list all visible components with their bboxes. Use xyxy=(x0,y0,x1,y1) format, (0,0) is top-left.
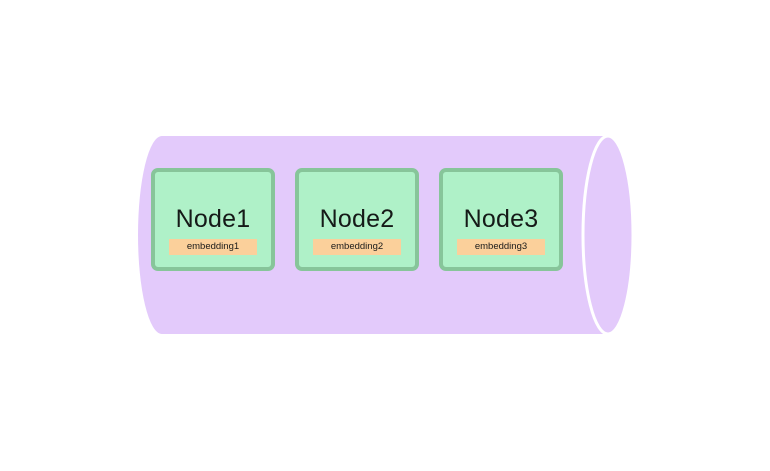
node-card-3: Node3 embedding3 xyxy=(439,168,563,271)
node-label: Node1 xyxy=(175,205,251,233)
embedding-tag: embedding3 xyxy=(457,239,545,255)
cylinder-cap xyxy=(581,134,635,336)
embedding-tag: embedding1 xyxy=(169,239,257,255)
embedding-tag: embedding2 xyxy=(313,239,401,255)
node-card-2: Node2 embedding2 xyxy=(295,168,419,271)
node-label: Node3 xyxy=(463,205,539,233)
node-card-1: Node1 embedding1 xyxy=(151,168,275,271)
node-label: Node2 xyxy=(319,205,395,233)
